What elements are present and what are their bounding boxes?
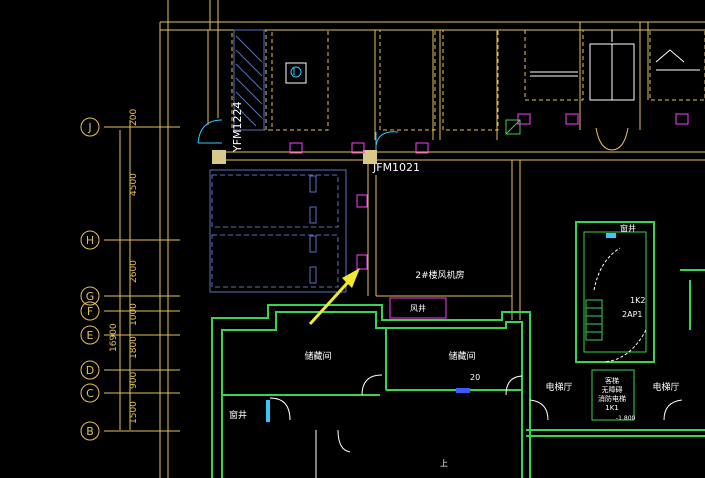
- elevator-core: [575, 221, 655, 421]
- hatched-column: [233, 29, 265, 131]
- axis-bubble-H: H: [80, 230, 100, 250]
- stair-hatch: [585, 299, 603, 341]
- tag-2ap1: 2AP1: [622, 310, 642, 319]
- axis-label-B: B: [86, 425, 94, 438]
- annotation-arrow: [308, 268, 360, 326]
- axis-label-E: E: [87, 329, 94, 342]
- door-yfm-label: YFM1224: [231, 101, 244, 153]
- axis-bubble-F: F: [80, 301, 100, 321]
- column-markers: [212, 119, 521, 164]
- small-markers: [266, 233, 616, 422]
- storage-room-2-label: 储藏间: [448, 350, 475, 362]
- elevator-door-arcs: [593, 247, 647, 363]
- number-20: 20: [470, 373, 480, 382]
- right-edge-room: [680, 269, 705, 330]
- dim-16900: 16900: [109, 323, 119, 352]
- axis-bubble-B: B: [80, 421, 100, 441]
- dimension-texts: 200 4500 2600 1000 1800 900 1500 16900: [109, 109, 139, 424]
- fan-room: [367, 160, 521, 320]
- storage-room-1-label: 储藏间: [304, 350, 331, 362]
- axis-label-F: F: [87, 305, 93, 318]
- door-yfm[interactable]: YFM1224: [197, 101, 244, 153]
- dim-2600: 2600: [129, 260, 139, 283]
- dim-1800: 1800: [129, 336, 139, 359]
- magenta-symbols: [289, 113, 689, 319]
- elevator-hall-2-label: 电梯厅: [652, 381, 679, 393]
- dim-4500: 4500: [129, 173, 139, 196]
- duct-label: 风井: [410, 303, 426, 313]
- axis-label-H: H: [86, 234, 94, 247]
- tag-1k2: 1K2: [630, 296, 645, 305]
- window-well-label: 窗井: [229, 409, 247, 421]
- green-walls: [211, 304, 705, 478]
- axis-label-D: D: [86, 364, 94, 377]
- stair-up-label: 上: [440, 459, 448, 468]
- dim-1000: 1000: [129, 303, 139, 326]
- lift-text-2: 无障碍: [602, 385, 623, 394]
- walls-top: [207, 0, 705, 161]
- axis-bubble-J: J: [80, 117, 100, 137]
- parking-spaces: [209, 169, 347, 293]
- window-well-2-label: 窗井: [620, 223, 636, 233]
- stair-top-right: [589, 30, 635, 151]
- level-mark: -1.800: [616, 415, 636, 422]
- lift-text-1: 客梯: [605, 376, 619, 385]
- lift-text-3: 消防电梯: [598, 394, 626, 403]
- door-swings: [269, 374, 683, 478]
- top-right-fixtures: [530, 49, 700, 77]
- axis-label-G: G: [86, 290, 95, 303]
- axis-label-C: C: [86, 387, 94, 400]
- dim-200: 200: [129, 109, 139, 126]
- dim-1500: 1500: [129, 401, 139, 424]
- elevator-hall-1-label: 电梯厅: [545, 381, 572, 393]
- fan-room-label: 2#楼风机房: [415, 269, 464, 281]
- axis-bubble-G: G: [80, 286, 100, 306]
- dim-900: 900: [129, 372, 139, 389]
- axis-bubble-D: D: [80, 360, 100, 380]
- lift-code: 1K1: [605, 404, 619, 412]
- door-jfm[interactable]: JFM1021: [372, 131, 420, 174]
- axis-label-J: J: [87, 121, 91, 134]
- door-jfm-label: JFM1021: [372, 161, 420, 174]
- axis-bubble-E: E: [80, 325, 100, 345]
- axis-bubble-C: C: [80, 383, 100, 403]
- accessible-parking-icon: [285, 62, 307, 84]
